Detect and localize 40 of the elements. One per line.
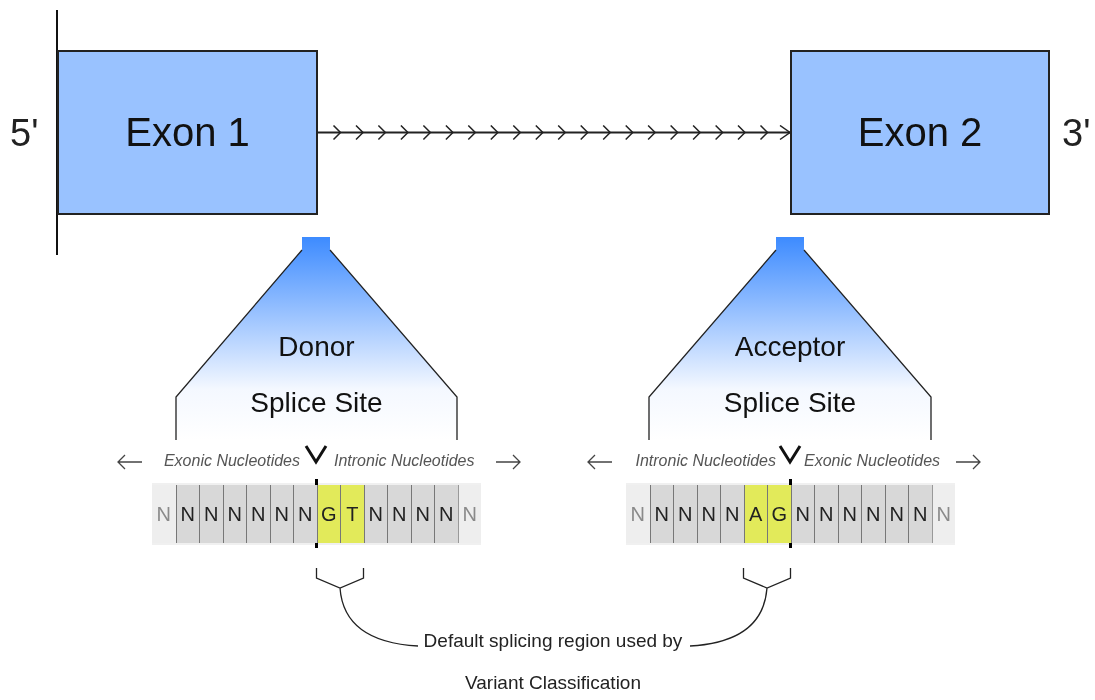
intron-line — [317, 125, 791, 140]
nucleotide-cell: N — [814, 485, 838, 543]
splice-site-title: Donor Splice Site — [249, 330, 384, 420]
nucleotide-cell: N — [410, 485, 434, 543]
nucleotide-cell: N — [649, 485, 673, 543]
nucleotide-cell: N — [908, 485, 932, 543]
nucleotide-cell: G — [316, 485, 340, 543]
nucleotide-cell: N — [720, 485, 744, 543]
nucleotide-cell: N — [363, 485, 387, 543]
nucleotide-cell: N — [673, 485, 697, 543]
strand-end-label: 3' — [1062, 112, 1091, 155]
exon-box — [790, 50, 1050, 215]
nucleotide-cell: N — [861, 485, 885, 543]
region-label: Intronic Nucleotides — [635, 452, 776, 470]
nucleotide-cell: N — [246, 485, 270, 543]
nucleotide-cell: N — [837, 485, 861, 543]
nucleotide-cell: N — [696, 485, 720, 543]
nucleotide-cell: N — [222, 485, 246, 543]
splice-site-funnel — [175, 237, 458, 440]
splice-site-funnel — [648, 237, 932, 440]
exon-box — [57, 50, 318, 215]
nucleotide-cell: N — [790, 485, 814, 543]
region-label: Exonic Nucleotides — [163, 452, 300, 470]
nucleotide-cell: N — [293, 485, 317, 543]
exon-label: Exon 1 — [125, 110, 250, 155]
nucleotide-cell: N — [175, 485, 199, 543]
note-text: Default splicing region used by Variant Classification — [422, 629, 684, 695]
splice-site-title: Acceptor Splice Site — [722, 330, 858, 420]
nucleotide-cell: N — [269, 485, 293, 543]
nucleotide-cell: N — [884, 485, 908, 543]
nucleotide-cell: N — [199, 485, 223, 543]
nucleotide-cell: T — [340, 485, 364, 543]
exon-label: Exon 2 — [857, 110, 983, 155]
region-label: Intronic Nucleotides — [334, 452, 475, 470]
nucleotide-cell: G — [767, 485, 791, 543]
nucleotide-cell: N — [387, 485, 411, 543]
strand-end-label: 5' — [10, 112, 39, 155]
nucleotide-cell: A — [743, 485, 767, 543]
nucleotide-cell: N — [434, 485, 458, 543]
region-label: Exonic Nucleotides — [804, 452, 941, 470]
